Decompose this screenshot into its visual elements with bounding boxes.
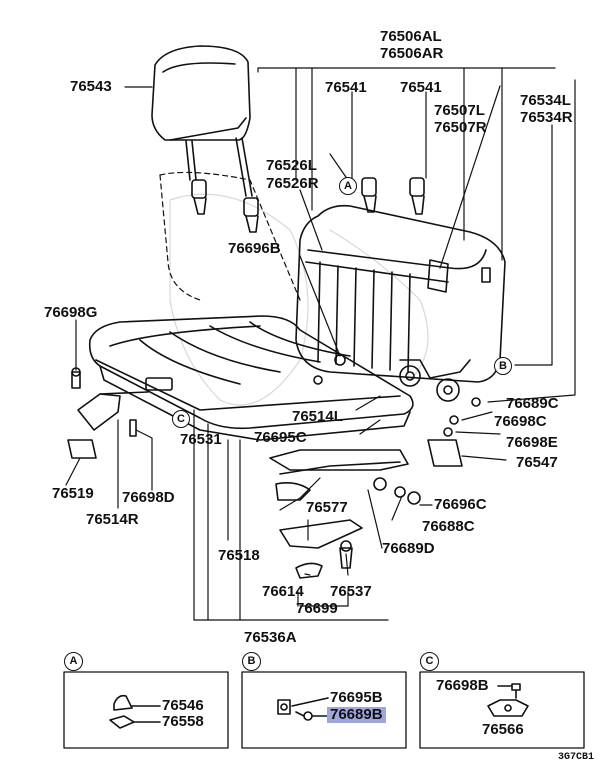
part-label-76536A: 76536A [244, 629, 297, 646]
part-label-76698D: 76698D [122, 489, 175, 506]
part-label-76688C: 76688C [422, 518, 475, 535]
part-label-76506AL: 76506AL [380, 28, 442, 45]
seat-back-ghost [159, 171, 301, 301]
inset-b-parts [277, 697, 329, 721]
callout-c: C [172, 410, 190, 428]
part-label-76514R: 76514R [86, 511, 139, 528]
part-label-76689C: 76689C [506, 395, 559, 412]
part-label-76696C: 76696C [434, 496, 487, 513]
inset-a-part-76558: 76558 [162, 713, 204, 730]
part-label-76526L: 76526L [266, 157, 317, 174]
inset-c-part-76566: 76566 [482, 721, 524, 738]
part-label-76541-left: 76541 [325, 79, 367, 96]
inset-a-parts [109, 694, 161, 729]
part-label-76698E: 76698E [506, 434, 558, 451]
part-label-76507L: 76507L [434, 102, 485, 119]
part-label-76534R: 76534R [520, 109, 573, 126]
callout-b: B [494, 357, 512, 375]
headrest-guides [191, 177, 425, 233]
part-label-76614: 76614 [262, 583, 304, 600]
part-label-76526R: 76526R [266, 175, 319, 192]
inset-b-header: B [242, 652, 261, 671]
inset-c-part-76698B: 76698B [436, 677, 489, 694]
part-label-76547: 76547 [516, 454, 558, 471]
headrest [151, 45, 253, 197]
part-label-76531: 76531 [180, 431, 222, 448]
watermark-outline [169, 193, 429, 406]
callout-a: A [339, 177, 357, 195]
diagram-code: 3G7CB1 [558, 752, 595, 763]
part-label-76541-right: 76541 [400, 79, 442, 96]
seat-frame [67, 354, 481, 579]
leader-lines [65, 67, 576, 621]
part-label-76698G: 76698G [44, 304, 98, 321]
part-label-76534L: 76534L [520, 92, 571, 109]
part-label-76695C: 76695C [254, 429, 307, 446]
part-label-76689D: 76689D [382, 540, 435, 557]
inset-c-parts [487, 683, 529, 717]
inset-b-part-76689B-highlighted: 76689B [327, 707, 386, 723]
part-label-76537: 76537 [330, 583, 372, 600]
inset-a-part-76546: 76546 [162, 697, 204, 714]
part-label-76518: 76518 [218, 547, 260, 564]
part-label-76514L: 76514L [292, 408, 343, 425]
part-label-76519: 76519 [52, 485, 94, 502]
inset-c-header: C [420, 652, 439, 671]
inset-a-header: A [64, 652, 83, 671]
part-label-76699: 76699 [296, 600, 338, 617]
part-label-76506AR: 76506AR [380, 45, 444, 62]
part-label-76698C: 76698C [494, 413, 547, 430]
part-label-76696B: 76696B [228, 240, 281, 257]
part-label-76543: 76543 [70, 78, 112, 95]
seat-back [295, 204, 506, 402]
inset-b-part-76695B: 76695B [330, 689, 383, 706]
part-label-76577: 76577 [306, 499, 348, 516]
part-label-76507R: 76507R [434, 119, 487, 136]
seat-cushion [88, 315, 414, 441]
inset-frames [63, 671, 585, 749]
